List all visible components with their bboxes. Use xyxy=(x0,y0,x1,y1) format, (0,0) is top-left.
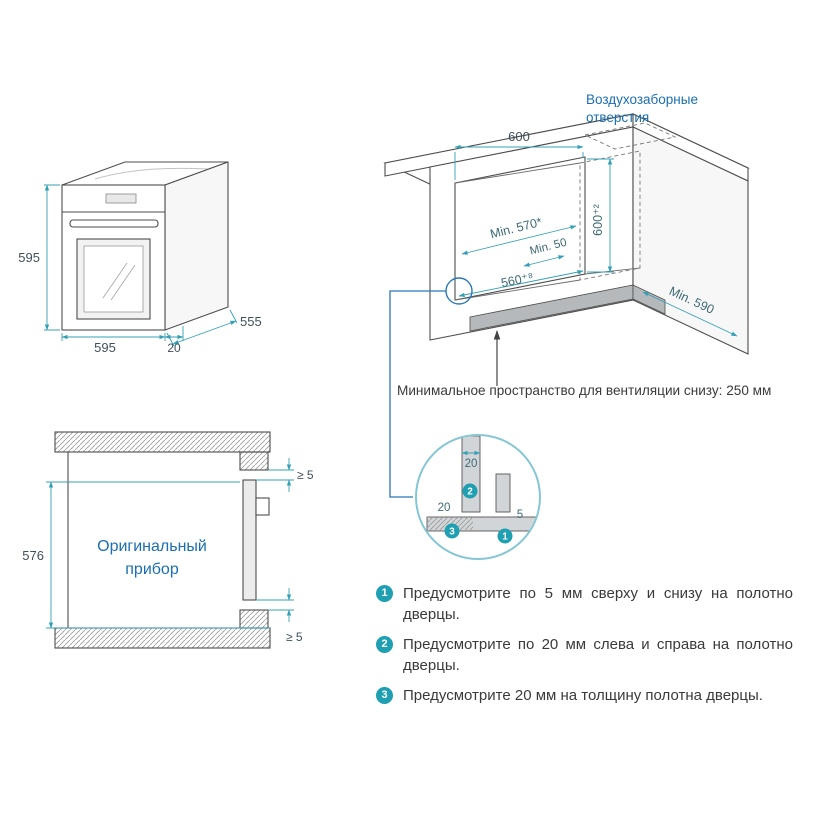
oven-door-offset-dim: 20 xyxy=(167,341,181,355)
detail-badge-2-circle xyxy=(462,483,478,499)
section-door-handle xyxy=(255,497,270,516)
original-appliance-label-line1: Оригинальный xyxy=(97,538,207,555)
section-drawing xyxy=(54,431,271,649)
niche-height-dim: 600⁺² xyxy=(591,204,605,236)
note-badge-3: 3 xyxy=(376,687,393,704)
detail-door-thickness-dim: 20 xyxy=(465,458,478,470)
detail-connector-line xyxy=(389,290,446,498)
note-item-3: 3 Предусмотрите 20 мм на толщину полотна… xyxy=(376,685,793,706)
oven-handle xyxy=(69,219,159,228)
section-top-panel xyxy=(54,431,271,453)
air-intake-label-line1: Воздухозаборные xyxy=(586,92,698,107)
notes-list: 1 Предусмотрите по 5 мм сверху и снизу н… xyxy=(376,583,796,715)
section-dimensions xyxy=(46,458,294,629)
niche-wall-top-edge xyxy=(454,162,581,184)
detail-side-clearance-dim: 20 xyxy=(438,502,451,514)
note-item-1: 1 Предусмотрите по 5 мм сверху и снизу н… xyxy=(376,583,793,625)
oven-dimensions xyxy=(44,184,238,347)
air-intake-label-line2: отверстия xyxy=(586,110,649,125)
niche-width-dim: 560⁺⁸ xyxy=(500,270,535,290)
detail-badge-2: 2 xyxy=(467,487,473,498)
appliance-height-dim: 576 xyxy=(22,548,44,563)
section-front-frame-bottom xyxy=(239,609,269,629)
oven-width-dim: 595 xyxy=(94,340,116,355)
note-text-1: Предусмотрите по 5 мм сверху и снизу на … xyxy=(403,585,793,623)
detail-badge-1: 1 xyxy=(502,532,508,543)
oven-depth-dim: 555 xyxy=(240,314,262,329)
oven-door-window-inner xyxy=(83,245,144,313)
oven-drawing xyxy=(61,161,229,331)
detail-gap-dim: 5 xyxy=(517,509,523,521)
oven-height-dim: 595 xyxy=(18,250,40,265)
detail-badge-3-circle xyxy=(444,523,460,539)
detail-drawing: 20 20 5 2 3 1 xyxy=(415,434,541,560)
oven-display xyxy=(105,193,137,204)
oven-glass-shine xyxy=(102,262,136,301)
detail-side-panel xyxy=(495,473,511,513)
note-text-2: Предусмотрите по 20 мм слева и справа на… xyxy=(403,636,793,674)
detail-badge-3: 3 xyxy=(449,527,455,538)
oven-side-face xyxy=(164,161,229,331)
section-door-panel xyxy=(242,479,257,601)
note-item-2: 2 Предусмотрите по 20 мм слева и справа … xyxy=(376,634,793,676)
air-intake-dashed xyxy=(583,122,677,150)
note-badge-1: 1 xyxy=(376,585,393,602)
niche-top-width-dim: 600 xyxy=(508,129,530,144)
oven-top-highlight xyxy=(94,167,211,180)
note-badge-2: 2 xyxy=(376,636,393,653)
ventilation-note: Минимальное пространство для вентиляции … xyxy=(397,383,772,398)
detail-badge-1-circle xyxy=(497,528,513,544)
cabinet-drawing xyxy=(383,113,750,355)
niche-back-dashed xyxy=(579,150,641,281)
section-front-frame-top xyxy=(239,451,269,471)
cabinet-dimensions xyxy=(454,144,738,337)
detail-door-panel xyxy=(461,436,481,513)
niche-floor-edge xyxy=(584,267,641,275)
section-bottom-panel xyxy=(54,627,271,649)
note-text-3: Предусмотрите 20 мм на толщину полотна д… xyxy=(403,687,763,704)
gap-bottom-dim: ≥ 5 xyxy=(286,630,303,644)
original-appliance-label-line2: прибор xyxy=(125,561,179,578)
gap-top-dim: ≥ 5 xyxy=(297,468,314,482)
